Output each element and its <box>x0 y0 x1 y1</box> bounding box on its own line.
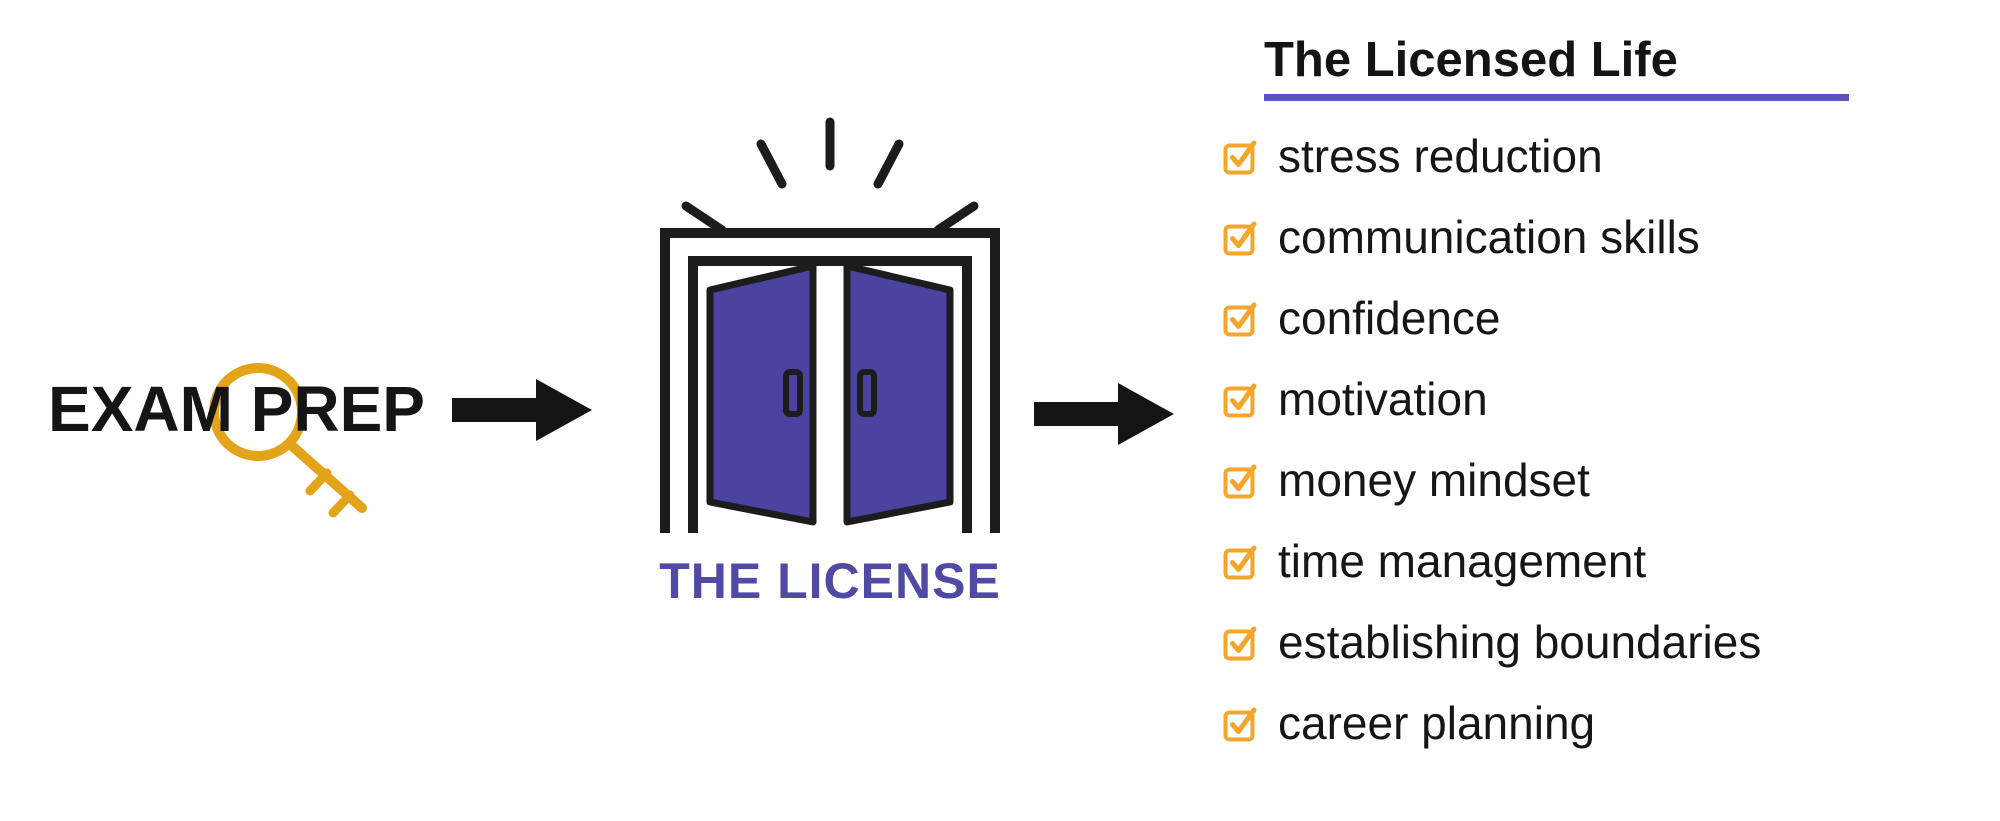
checklist-title: The Licensed Life <box>1264 33 1678 87</box>
checked-checkbox-icon <box>1222 217 1262 257</box>
door-right-panel <box>843 262 954 526</box>
checked-checkbox-icon <box>1222 541 1262 581</box>
arrow-right-icon <box>452 378 594 442</box>
checklist-item: communication skills <box>1222 196 1849 277</box>
checklist-item-label: career planning <box>1278 696 1596 749</box>
checklist-item-label: confidence <box>1278 291 1501 344</box>
checklist-item-label: stress reduction <box>1278 129 1603 182</box>
checklist-item: motivation <box>1222 358 1849 439</box>
checklist-item-label: communication skills <box>1278 210 1700 263</box>
exam-prep-label: EXAM PREP <box>48 373 425 445</box>
key-icon <box>209 363 367 518</box>
door-rays <box>681 117 979 235</box>
checked-checkbox-icon <box>1222 298 1262 338</box>
checklist-item: money mindset <box>1222 439 1849 520</box>
title-underline <box>1264 94 1849 101</box>
open-double-door-icon <box>660 117 1000 533</box>
checklist-item-label: time management <box>1278 534 1647 587</box>
door-left-handle <box>783 369 803 417</box>
arrow-right-icon <box>1034 382 1176 446</box>
checked-checkbox-icon <box>1222 703 1262 743</box>
checklist-item: time management <box>1222 520 1849 601</box>
checklist-item-label: money mindset <box>1278 453 1590 506</box>
checked-checkbox-icon <box>1222 136 1262 176</box>
checked-checkbox-icon <box>1222 379 1262 419</box>
checklist-item: career planning <box>1222 682 1849 763</box>
door-frame-outer <box>660 228 1000 533</box>
checklist-item-label: establishing boundaries <box>1278 615 1762 668</box>
checklist-item: establishing boundaries <box>1222 601 1849 682</box>
door-frame-inner <box>688 256 972 533</box>
checklist-item-label: motivation <box>1278 372 1488 425</box>
checked-checkbox-icon <box>1222 622 1262 662</box>
licensed-life-panel: The Licensed Life stress reduction commu… <box>1222 34 1849 763</box>
door-right-handle <box>857 369 877 417</box>
checklist-item: confidence <box>1222 277 1849 358</box>
checklist-items: stress reduction communication skills co… <box>1222 115 1849 763</box>
checked-checkbox-icon <box>1222 460 1262 500</box>
checklist-item: stress reduction <box>1222 115 1849 196</box>
door-left-panel <box>706 262 817 526</box>
license-label: THE LICENSE <box>659 553 1001 609</box>
